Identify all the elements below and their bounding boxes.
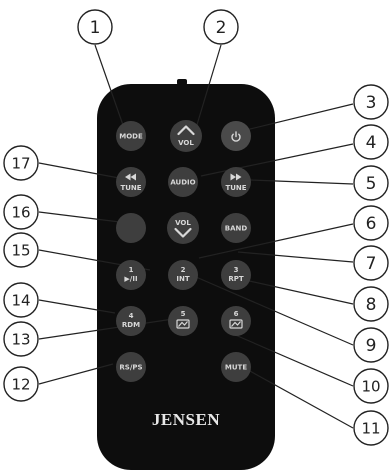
function-button[interactable] — [116, 213, 146, 243]
callout-12-number: 12 — [11, 376, 30, 394]
int-button-digit: 2 — [181, 266, 186, 274]
play-pause-button[interactable]: 1 ▶/II — [116, 260, 146, 290]
audio-button[interactable]: AUDIO — [168, 167, 198, 197]
vol-up-button-label: VOL — [178, 139, 194, 147]
callout-9: 9 — [354, 328, 388, 362]
callout-15: 15 — [4, 233, 38, 267]
callout-3: 3 — [354, 85, 388, 119]
mute-button-label: MUTE — [225, 364, 247, 372]
rpt-button[interactable]: 3 RPT — [221, 260, 251, 290]
callout-13-number: 13 — [11, 331, 30, 349]
audio-button-label: AUDIO — [170, 179, 195, 187]
int-button-label: INT — [176, 275, 189, 283]
rdm-button-digit: 4 — [129, 312, 134, 320]
rsps-button-label: RS/PS — [119, 364, 142, 372]
band-button[interactable]: BAND — [221, 213, 251, 243]
power-button[interactable] — [221, 121, 251, 151]
callout-1: 1 — [78, 10, 112, 44]
mute-button[interactable]: MUTE — [221, 352, 251, 382]
vol-down-button[interactable]: VOL — [167, 212, 199, 244]
int-button[interactable]: 2 INT — [168, 260, 198, 290]
folder-up-button-digit: 6 — [234, 310, 239, 318]
rsps-button[interactable]: RS/PS — [116, 352, 146, 382]
callout-8-number: 8 — [366, 295, 377, 315]
callout-1-number: 1 — [90, 18, 101, 38]
callout-2: 2 — [204, 10, 238, 44]
next-tune-button[interactable]: TUNE — [221, 167, 251, 197]
callout-12: 12 — [4, 367, 38, 401]
callout-4-number: 4 — [366, 133, 377, 153]
mode-button[interactable]: MODE — [116, 121, 146, 151]
callout-4: 4 — [354, 125, 388, 159]
callout-14: 14 — [4, 283, 38, 317]
vol-down-button-label: VOL — [175, 219, 191, 227]
callout-6-number: 6 — [366, 214, 377, 234]
callout-7-number: 7 — [366, 254, 377, 274]
callout-10-number: 10 — [361, 378, 380, 396]
rdm-button[interactable]: 4 RDM — [116, 306, 146, 336]
callout-10: 10 — [354, 369, 388, 403]
callout-14-number: 14 — [11, 292, 30, 310]
folder-down-button-digit: 5 — [181, 310, 186, 318]
folder-down-button[interactable]: 5 — [168, 306, 198, 336]
play-pause-button-digit: 1 — [129, 266, 134, 274]
callout-3-number: 3 — [366, 93, 377, 113]
callout-13: 13 — [4, 322, 38, 356]
callout-11-number: 11 — [361, 420, 380, 438]
callout-11: 11 — [354, 411, 388, 445]
next-tune-button-label: TUNE — [225, 184, 246, 192]
prev-tune-button-label: TUNE — [120, 184, 141, 192]
rdm-button-label: RDM — [122, 321, 140, 329]
rpt-button-digit: 3 — [234, 266, 239, 274]
callout-9-number: 9 — [366, 336, 377, 356]
callout-17: 17 — [4, 146, 38, 180]
mode-button-label: MODE — [119, 133, 143, 141]
callout-5: 5 — [354, 166, 388, 200]
prev-tune-button[interactable]: TUNE — [116, 167, 146, 197]
callout-17-number: 17 — [11, 155, 30, 173]
play-pause-button-label: ▶/II — [124, 275, 137, 283]
folder-up-button[interactable]: 6 — [221, 306, 251, 336]
callout-6: 6 — [354, 206, 388, 240]
callout-5-number: 5 — [366, 174, 377, 194]
callout-7: 7 — [354, 246, 388, 280]
callout-8: 8 — [354, 287, 388, 321]
callout-16-number: 16 — [11, 204, 30, 222]
callout-16: 16 — [4, 195, 38, 229]
rpt-button-label: RPT — [228, 275, 244, 283]
callout-2-number: 2 — [216, 18, 227, 38]
vol-up-button[interactable]: VOL — [170, 120, 202, 152]
band-button-label: BAND — [225, 225, 248, 233]
brand-logo: JENSEN — [152, 410, 220, 429]
callout-15-number: 15 — [11, 242, 30, 260]
